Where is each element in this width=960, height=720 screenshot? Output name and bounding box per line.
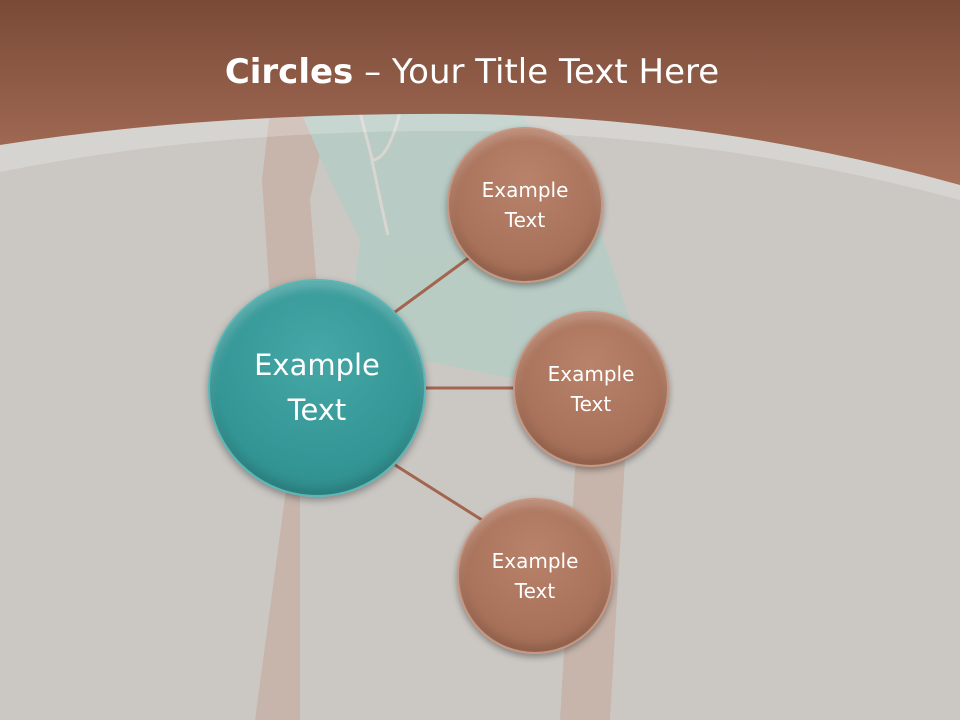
node-circle-label: Example Text xyxy=(481,178,569,232)
node-circle-label: Example Text xyxy=(547,362,635,416)
node-circle-top[interactable]: Example Text xyxy=(447,127,603,283)
center-circle[interactable]: Example Text xyxy=(208,279,426,497)
center-circle-label: Example Text xyxy=(254,348,380,427)
slide-title: Circles – Your Title Text Here xyxy=(0,52,944,92)
header-band xyxy=(0,0,960,185)
title-rest-text: – Your Title Text Here xyxy=(353,52,720,92)
header-curve-highlight xyxy=(0,113,960,200)
node-circle-label: Example Text xyxy=(491,549,579,603)
title-bold-text: Circles xyxy=(224,52,354,92)
node-circle-middle[interactable]: Example Text xyxy=(513,311,669,467)
node-circle-bottom[interactable]: Example Text xyxy=(457,498,613,654)
connector-lines xyxy=(394,255,515,522)
